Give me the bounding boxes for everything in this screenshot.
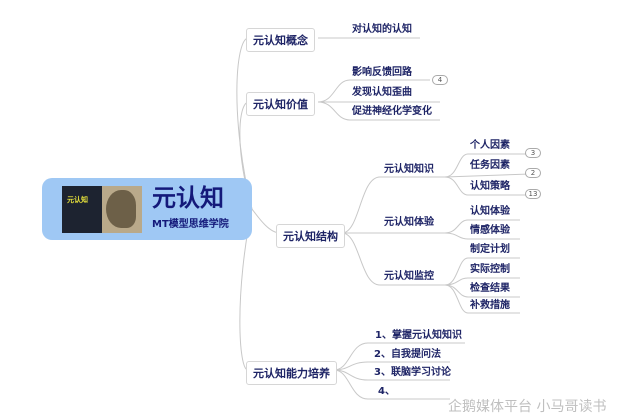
node-value-item[interactable]: 影响反馈回路	[352, 67, 412, 78]
node-knowledge-item[interactable]: 任务因素	[470, 160, 510, 171]
node-monitor-item[interactable]: 补救措施	[470, 300, 510, 311]
cover-image: 元认知	[62, 186, 142, 233]
center-subtitle: MT模型思维学院	[152, 219, 229, 230]
node-knowledge-item[interactable]: 认知策略	[470, 181, 510, 192]
node-value[interactable]: 元认知价值	[246, 92, 315, 116]
node-monitor-item[interactable]: 实际控制	[470, 264, 510, 275]
center-title: 元认知	[152, 184, 224, 212]
collapsed-count-badge[interactable]: 3	[525, 148, 541, 158]
center-node[interactable]: 元认知 元认知 MT模型思维学院	[42, 178, 252, 240]
node-knowledge[interactable]: 元认知知识	[384, 164, 434, 175]
node-value-item[interactable]: 发现认知歪曲	[352, 87, 412, 98]
node-training-item[interactable]: 4、	[378, 386, 395, 397]
collapsed-count-badge[interactable]: 13	[525, 189, 541, 199]
cover-title: 元认知	[67, 196, 88, 204]
node-knowledge-item[interactable]: 个人因素	[470, 140, 510, 151]
node-training-item[interactable]: 2、自我提问法	[374, 349, 441, 360]
node-training-item[interactable]: 3、联脑学习讨论	[374, 367, 451, 378]
node-value-item[interactable]: 促进神经化学变化	[352, 106, 432, 117]
node-experience[interactable]: 元认知体验	[384, 217, 434, 228]
node-monitor[interactable]: 元认知监控	[384, 271, 434, 282]
watermark: 企鹅媒体平台 小马哥读书	[448, 399, 607, 415]
node-structure[interactable]: 元认知结构	[276, 224, 345, 248]
node-monitor-item[interactable]: 检查结果	[470, 283, 510, 294]
node-concept[interactable]: 元认知概念	[246, 28, 315, 52]
head-illustration	[106, 190, 136, 228]
node-experience-item[interactable]: 情感体验	[470, 225, 510, 236]
node-training-item[interactable]: 1、掌握元认知知识	[375, 330, 462, 341]
node-experience-item[interactable]: 认知体验	[470, 206, 510, 217]
node-monitor-item[interactable]: 制定计划	[470, 244, 510, 255]
node-training[interactable]: 元认知能力培养	[246, 361, 337, 385]
collapsed-count-badge[interactable]: 4	[432, 75, 448, 85]
collapsed-count-badge[interactable]: 2	[525, 168, 541, 178]
node-concept-item[interactable]: 对认知的认知	[352, 24, 412, 35]
